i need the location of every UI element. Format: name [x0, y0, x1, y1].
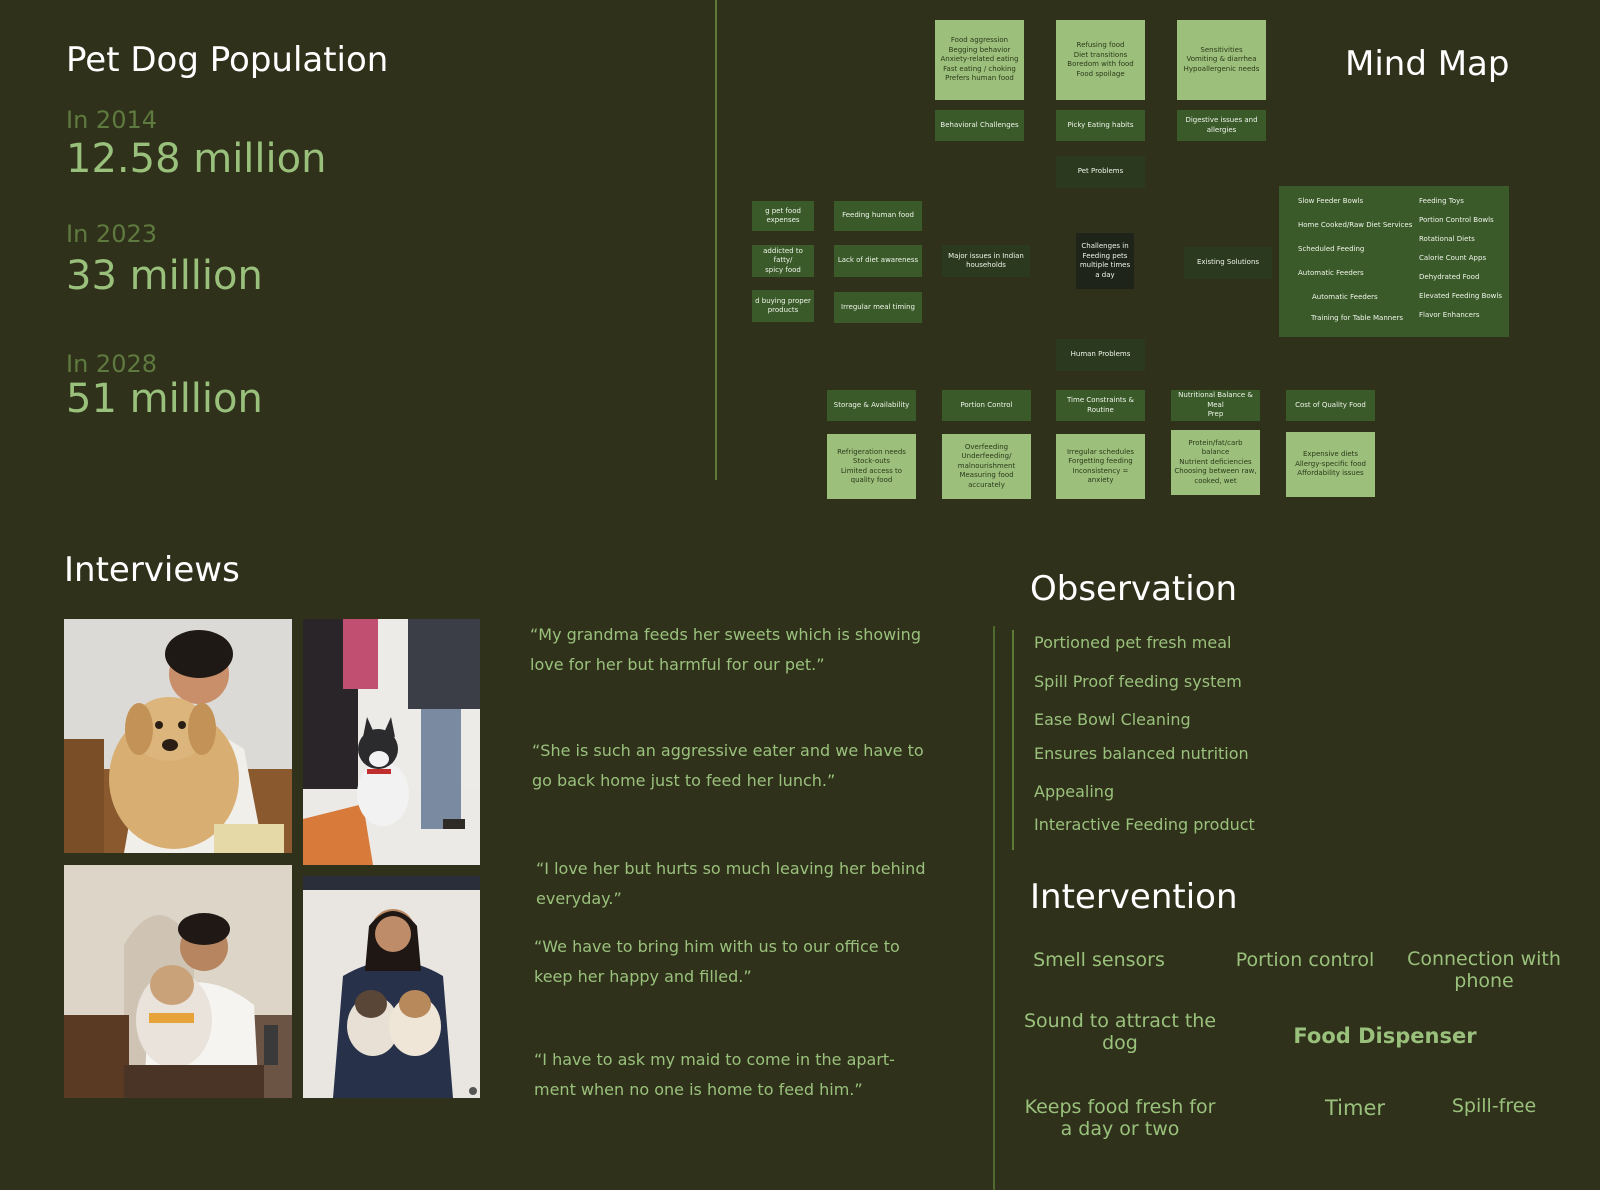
intervention-timer: Timer — [1324, 1096, 1386, 1120]
solution-item: Feeding Toys — [1419, 197, 1464, 205]
node-digestive-details: Sensitivities Vomiting & diarrhea Hypoal… — [1177, 20, 1266, 100]
photo-golden-retriever — [64, 619, 292, 853]
node-picky-details: Refusing food Diet transitions Boredom w… — [1056, 20, 1145, 100]
node-nutrition-details: Protein/fat/carb balance Nutrient defici… — [1171, 430, 1260, 495]
node-behavioral-challenges: Behavioral Challenges — [935, 110, 1024, 141]
observation-item: Appealing — [1034, 782, 1115, 801]
intervention-portion-control: Portion control — [1235, 949, 1375, 971]
node-irregular-meal: Irregular meal timing — [834, 292, 922, 323]
quote-3: “I love her but hurts so much leaving he… — [536, 859, 926, 908]
solution-item: Flavor Enhancers — [1419, 311, 1480, 319]
node-time-constraints: Time Constraints & Routine — [1056, 390, 1145, 421]
stat-year-2023: In 2023 — [66, 220, 157, 248]
solution-item: Automatic Feeders — [1298, 269, 1364, 277]
solution-item: Calorie Count Apps — [1419, 254, 1487, 262]
node-feeding-human-food: Feeding human food — [834, 201, 922, 231]
observation-title: Observation — [1030, 569, 1238, 609]
intervention-smell-sensors: Smell sensors — [1033, 949, 1165, 971]
observation-item: Spill Proof feeding system — [1034, 672, 1242, 691]
solution-item: Automatic Feeders — [1312, 293, 1378, 301]
node-pet-problems: Pet Problems — [1056, 156, 1145, 188]
solution-item: Training for Table Manners — [1311, 314, 1404, 322]
node-cost-details: Expensive diets Allergy-specific food Af… — [1286, 432, 1375, 497]
node-left-far-2: addicted to fatty/ spicy food — [752, 245, 814, 277]
mindmap-title: Mind Map — [1345, 44, 1510, 84]
node-portion-control: Portion Control — [942, 390, 1031, 421]
node-existing-solutions: Existing Solutions — [1184, 247, 1272, 279]
intervention-title: Intervention — [1030, 877, 1238, 917]
photo-shih-tzu-man — [64, 865, 292, 1098]
quote-4: “We have to bring him with us to our off… — [534, 937, 900, 986]
node-cost-quality: Cost of Quality Food — [1286, 390, 1375, 421]
intervention-phone-connection: Connection with phone — [1407, 948, 1561, 992]
node-left-far-1: g pet food expenses — [752, 201, 814, 231]
quote-1: “My grandma feeds her sweets which is sh… — [530, 625, 921, 674]
solution-item: Home Cooked/Raw Diet Services — [1298, 221, 1413, 229]
interviews-title: Interviews — [64, 550, 240, 590]
observation-item: Ease Bowl Cleaning — [1034, 710, 1191, 729]
node-major-issues: Major issues in Indian households — [942, 245, 1030, 277]
stat-value-2028: 51 million — [66, 376, 263, 422]
solution-item: Dehydrated Food — [1419, 273, 1480, 281]
solution-item: Slow Feeder Bowls — [1298, 197, 1364, 205]
observation-item: Interactive Feeding product — [1034, 815, 1255, 834]
population-title: Pet Dog Population — [66, 40, 389, 80]
node-digestive-issues: Digestive issues and allergies — [1177, 110, 1266, 141]
node-behavioral-details: Food aggression Begging behavior Anxiety… — [935, 20, 1024, 100]
stat-year-2014: In 2014 — [66, 106, 157, 134]
quote-5: “I have to ask my maid to come in the ap… — [534, 1050, 895, 1099]
intervention-keeps-fresh: Keeps food fresh for a day or two — [1024, 1096, 1216, 1140]
node-human-problems: Human Problems — [1056, 339, 1145, 371]
node-storage: Storage & Availability — [827, 390, 916, 421]
intervention-sound: Sound to attract the dog — [1023, 1010, 1217, 1054]
intervention-spill-free: Spill-free — [1451, 1095, 1537, 1117]
stat-value-2014: 12.58 million — [66, 136, 327, 182]
photo-husky — [303, 619, 480, 865]
node-storage-details: Refrigeration needs Stock-outs Limited a… — [827, 434, 916, 499]
solutions-panel — [1279, 186, 1509, 337]
divider-line — [715, 0, 717, 480]
stat-value-2023: 33 million — [66, 253, 263, 299]
solution-item: Rotational Diets — [1419, 235, 1475, 243]
observation-item: Portioned pet fresh meal — [1034, 633, 1232, 652]
quote-2: “She is such an aggressive eater and we … — [532, 741, 924, 790]
solution-item: Elevated Feeding Bowls — [1419, 292, 1502, 300]
node-picky-eating: Picky Eating habits — [1056, 110, 1145, 141]
photo-woman-two-dogs — [303, 876, 480, 1098]
solution-item: Portion Control Bowls — [1419, 216, 1494, 224]
observation-item: Ensures balanced nutrition — [1034, 744, 1249, 763]
solution-item: Scheduled Feeding — [1298, 245, 1365, 253]
node-center-challenges: Challenges in Feeding pets multiple time… — [1076, 233, 1134, 289]
observation-inner-line — [1012, 630, 1014, 850]
observation-outer-line — [993, 626, 995, 1190]
node-lack-diet-awareness: Lack of diet awareness — [834, 245, 922, 277]
node-time-details: Irregular schedules Forgetting feeding I… — [1056, 434, 1145, 499]
node-nutritional-balance: Nutritional Balance & Meal Prep — [1171, 390, 1260, 421]
node-left-far-3: d buying proper products — [752, 290, 814, 322]
intervention-food-dispenser: Food Dispenser — [1293, 1024, 1477, 1048]
stat-year-2028: In 2028 — [66, 350, 157, 378]
node-portion-details: Overfeeding Underfeeding/ malnourishment… — [942, 434, 1031, 499]
